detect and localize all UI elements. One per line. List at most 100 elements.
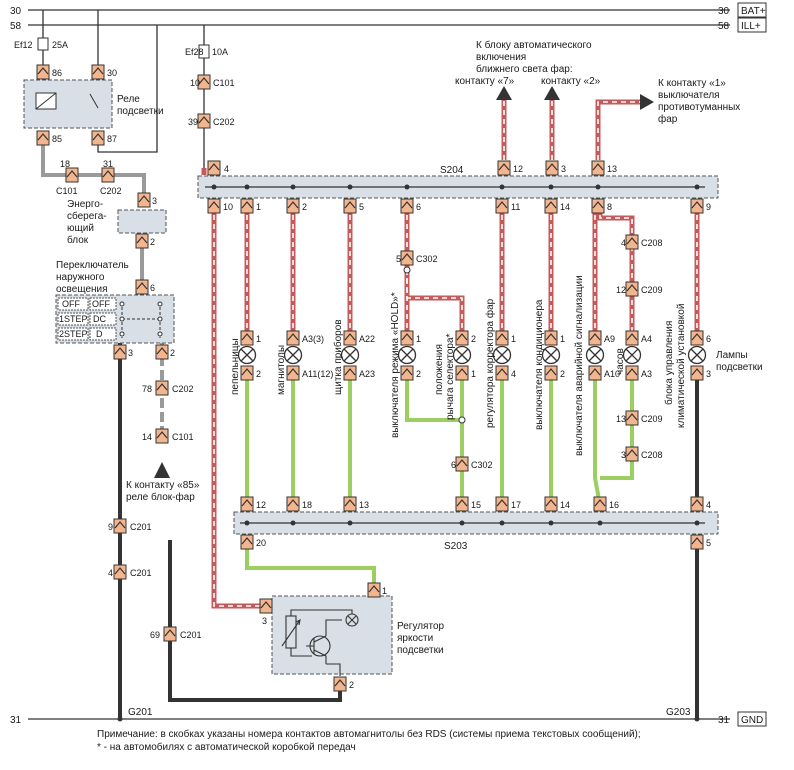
svg-text:C201: C201 [130, 568, 152, 578]
svg-text:1: 1 [416, 334, 421, 344]
svg-text:C202: C202 [172, 384, 194, 394]
lamp-ac-switch: 1 2 [541, 330, 565, 381]
svg-text:16: 16 [609, 500, 619, 510]
svg-text:39: 39 [188, 117, 198, 127]
svg-text:2: 2 [170, 348, 175, 358]
dimmer-label-2: яркости [397, 633, 433, 644]
connector-c101-14: 14 C101 [142, 428, 194, 444]
rail-bat-tag: BAT+ [741, 6, 766, 17]
svg-text:C101: C101 [172, 432, 194, 442]
label-lamps-2: подсветки [716, 362, 763, 373]
arrow-contact2 [544, 86, 560, 100]
svg-text:2STEP: 2STEP [59, 329, 88, 339]
connector-c201-69: 69 C201 [150, 626, 202, 642]
connector-c201-4: 4 C201 [108, 564, 152, 580]
svg-text:17: 17 [511, 500, 521, 510]
junction-hold [403, 266, 411, 274]
splice-s204-label: S204 [440, 165, 464, 176]
label-lamps-1: Лампы [716, 350, 748, 361]
energy-block-label-4: блок [67, 234, 89, 246]
svg-text:C201: C201 [130, 522, 152, 532]
svg-text:3: 3 [262, 616, 267, 626]
svg-text:6: 6 [416, 202, 421, 212]
auto-block-note-3: ближнего света фар: [476, 63, 573, 75]
svg-text:D: D [96, 329, 103, 339]
relay-label-1: Реле [117, 94, 140, 105]
splice-s203-label: S203 [444, 541, 468, 552]
svg-text:20: 20 [256, 538, 266, 548]
svg-text:2: 2 [349, 680, 354, 690]
fuse-ef28-rating: 10A [212, 47, 228, 57]
svg-text:OFF: OFF [92, 299, 110, 309]
svg-text:5: 5 [396, 254, 401, 264]
label-ashtray: пепельницы [230, 338, 241, 395]
svg-text:4: 4 [108, 568, 113, 578]
label-selector-1: положения [434, 344, 445, 395]
connector-c209-13: 13 C209 [616, 410, 663, 426]
svg-text:4: 4 [511, 369, 516, 379]
lamp-ashtray: 1 2 [237, 330, 261, 381]
label-hazard-switch: выключателя аварийной сигнализации [574, 275, 585, 456]
svg-text:4: 4 [224, 164, 229, 174]
svg-text:1: 1 [382, 586, 387, 596]
svg-text:C302: C302 [471, 460, 493, 470]
svg-text:2: 2 [560, 369, 565, 379]
svg-text:18: 18 [302, 500, 312, 510]
svg-text:1STEP: 1STEP [59, 314, 88, 324]
rail-ill: 58 58 ILL+ [10, 17, 767, 33]
fuse-ef28: Ef28 10A [185, 44, 228, 59]
svg-text:78: 78 [142, 384, 152, 394]
auto-block-note-2: включения [476, 52, 526, 63]
connector-c201-9: 9 C201 [108, 518, 152, 534]
connector-c101-18: 18 C101 [56, 159, 79, 196]
arrow-to-headlamp-relay [154, 462, 170, 478]
svg-text:31: 31 [103, 159, 113, 169]
label-clock: часов [615, 348, 626, 375]
svg-text:2: 2 [302, 202, 307, 212]
fog-note-4: фар [658, 113, 678, 125]
svg-text:C101: C101 [56, 186, 78, 196]
svg-text:1: 1 [471, 369, 476, 379]
label-climate-2: климатической установкой [676, 304, 687, 428]
label-radio: магнитолы [276, 345, 287, 395]
svg-text:11: 11 [511, 202, 520, 212]
energy-saving-block: 3 2 Энерго- сберега- ющий блок [67, 192, 167, 249]
rail-ill-number-right: 58 [718, 21, 730, 32]
svg-text:C101: C101 [213, 78, 235, 88]
label-climate-1: блока управления [663, 321, 675, 405]
svg-text:наружного: наружного [56, 272, 105, 283]
svg-text:C302: C302 [416, 254, 438, 264]
svg-text:освещения: освещения [56, 284, 108, 295]
dimmer-label-1: Регулятор [397, 621, 444, 632]
svg-text:14: 14 [560, 202, 570, 212]
splice-s203: S203 12 18 13 15 17 14 16 4 20 5 [233, 496, 719, 552]
energy-block-label-1: Энерго- [67, 199, 103, 210]
rail-ill-tag: ILL+ [741, 21, 761, 32]
label-headlight-corrector: регулятора корректора фар [484, 298, 496, 428]
rail-bat-number: 30 [10, 6, 22, 17]
svg-text:10: 10 [190, 78, 200, 88]
contact7-label: контакту «7» [455, 76, 515, 87]
svg-text:A3(3): A3(3) [302, 334, 324, 344]
lamp-selector: 2 1 [452, 330, 476, 381]
svg-text:9: 9 [706, 202, 711, 212]
rail-gnd: 31 31 GND [10, 711, 767, 727]
svg-text:3: 3 [128, 348, 133, 358]
svg-text:14: 14 [142, 432, 152, 442]
svg-text:1: 1 [256, 202, 261, 212]
svg-text:A3: A3 [641, 369, 652, 379]
footnote-line-1: Примечание: в скобках указаны номера кон… [97, 728, 641, 740]
svg-text:3: 3 [561, 164, 566, 174]
rail-bat-number-right: 30 [718, 6, 730, 17]
svg-text:18: 18 [60, 159, 70, 169]
svg-text:3: 3 [706, 369, 711, 379]
svg-text:C202: C202 [213, 117, 235, 127]
fuse-ef12: Ef12 25A [14, 37, 68, 51]
svg-text:13: 13 [607, 164, 617, 174]
svg-text:C209: C209 [641, 414, 663, 424]
svg-text:12: 12 [616, 285, 626, 295]
connector-c202-78: 78 C202 [142, 380, 194, 396]
lamp-climate: 6 3 [687, 330, 711, 381]
rail-gnd-number: 31 [10, 715, 22, 726]
wires [41, 10, 700, 719]
